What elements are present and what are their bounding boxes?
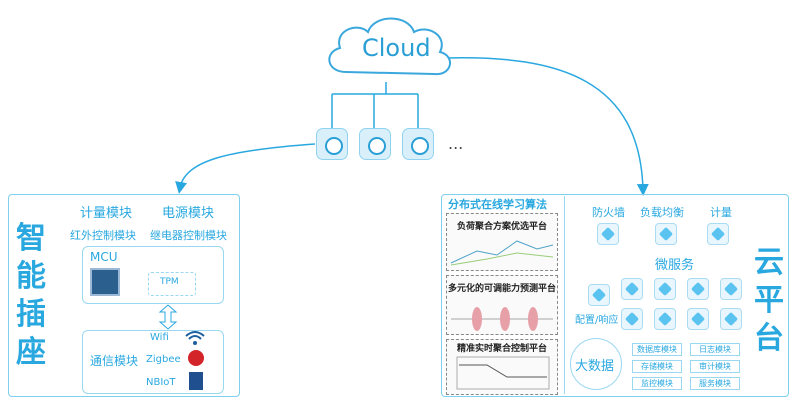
title-char: 云 — [754, 245, 784, 280]
microservice-icon — [720, 278, 742, 300]
microservice-icon — [654, 308, 676, 330]
zigbee-label: Zigbee — [146, 354, 181, 365]
cloud-platform-panel — [441, 194, 789, 397]
divider — [564, 196, 565, 394]
mcu-chip-icon — [90, 268, 120, 296]
title-char: 平 — [754, 283, 784, 318]
firewall-icon — [597, 223, 619, 245]
comm-module-label: 通信模块 — [90, 354, 139, 368]
load-balance-label: 负载均衡 — [640, 206, 684, 219]
title-char: 台 — [754, 321, 784, 356]
microservice-icon — [654, 278, 676, 300]
tpm-label: TPM — [160, 277, 179, 287]
relay-control-module-label: 继电器控制模块 — [150, 229, 227, 242]
power-module-label: 电源模块 — [162, 206, 215, 221]
module-box: 审计模块 — [690, 360, 740, 373]
microservices-label: 微服务 — [655, 258, 695, 273]
module-box: 服务模块 — [690, 377, 740, 390]
cloud-platform-title: 云 平 台 — [752, 244, 786, 358]
paper-title: 负荷聚合方案优选平台 — [456, 222, 547, 232]
microservice-icon — [687, 308, 709, 330]
cloud-label: Cloud — [362, 34, 431, 62]
title-char: 能 — [16, 259, 46, 294]
smart-socket-icon — [359, 128, 391, 160]
wifi-label: Wifi — [150, 332, 169, 343]
big-data-label: 大数据 — [575, 359, 615, 374]
ir-control-module-label: 红外控制模块 — [70, 229, 136, 242]
paper-title: 精准实时聚合控制平台 — [456, 344, 547, 354]
paper-plot — [451, 307, 553, 331]
metering-label: 计量 — [710, 206, 732, 219]
title-char: 座 — [16, 335, 46, 370]
smart-socket-title: 智 能 插 座 — [14, 220, 48, 372]
title-char: 智 — [16, 221, 46, 256]
load-balance-icon — [655, 223, 677, 245]
nbiot-label: NBIoT — [146, 377, 176, 388]
smart-socket-panel — [8, 194, 240, 397]
module-box: 监控模块 — [632, 377, 682, 390]
microservice-icon — [720, 308, 742, 330]
microservice-icon — [687, 278, 709, 300]
wifi-icon — [185, 331, 205, 345]
paper-title: 多元化的可调能力预测平台 — [447, 284, 556, 294]
smart-socket-icon — [402, 128, 434, 160]
tpm-box — [148, 272, 196, 296]
paper-plot — [450, 240, 554, 266]
comm-module-box — [82, 330, 224, 394]
cloud-shape — [328, 17, 451, 76]
config-response-label: 配置/响应 — [575, 315, 619, 326]
module-box: 数据库模块 — [632, 343, 682, 356]
algo-paper-1: 负荷聚合方案优选平台 — [446, 213, 558, 271]
algo-paper-2: 多元化的可调能力预测平台 — [446, 275, 558, 335]
big-data-circle — [570, 338, 622, 390]
module-box: 存储模块 — [632, 360, 682, 373]
metering-icon — [707, 223, 729, 245]
zigbee-icon — [188, 350, 204, 366]
firewall-label: 防火墙 — [592, 206, 625, 219]
algo-paper-3: 精准实时聚合控制平台 — [446, 339, 558, 395]
metering-module-label: 计量模块 — [80, 206, 133, 221]
mcu-label: MCU — [90, 250, 118, 264]
module-box: 日志模块 — [690, 343, 740, 356]
double-arrow-icon — [158, 304, 178, 330]
microservice-icon — [621, 278, 643, 300]
smart-socket-icon — [316, 128, 348, 160]
algo-title: 分布式在线学习算法 — [448, 198, 547, 211]
ellipsis: ... — [448, 134, 464, 153]
nbiot-icon — [189, 372, 203, 390]
paper-plot — [456, 356, 550, 390]
microservice-icon — [621, 308, 643, 330]
title-char: 插 — [16, 297, 46, 332]
config-gear-icon — [588, 284, 610, 306]
